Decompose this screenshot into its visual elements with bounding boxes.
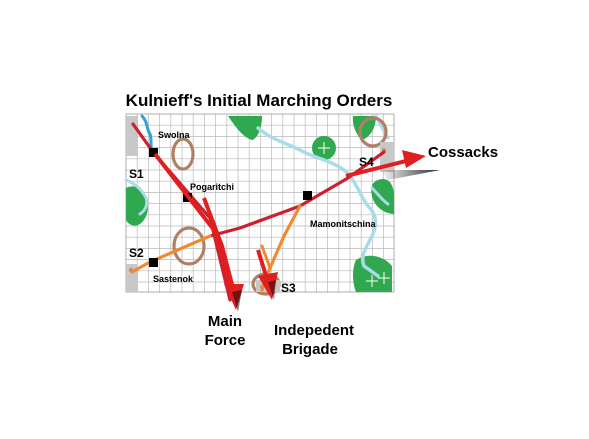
cossacks-arrow-shadow bbox=[380, 170, 440, 180]
cossacks-arrow-shaft bbox=[345, 158, 411, 178]
hill-north bbox=[171, 137, 195, 171]
town-marker-mamonitschina bbox=[303, 191, 312, 200]
town-marker-swolna bbox=[149, 148, 158, 157]
sector-label-s4: S4 bbox=[359, 155, 374, 169]
road-orange-link bbox=[260, 244, 272, 270]
force-label-independent-2: Brigade bbox=[282, 341, 338, 358]
sector-label-s2: S2 bbox=[129, 246, 144, 260]
river-right-branch bbox=[370, 186, 390, 206]
town-label-sastenok: Sastenok bbox=[153, 274, 194, 284]
force-label-main-1: Main bbox=[208, 313, 242, 330]
hill-south bbox=[172, 226, 206, 266]
force-label-independent-1: Indepedent bbox=[274, 322, 354, 339]
forest-crosses bbox=[318, 142, 390, 287]
sector-label-s1: S1 bbox=[129, 167, 144, 181]
town-label-swolna: Swolna bbox=[158, 130, 190, 140]
main-force-arrow-shaft-2 bbox=[202, 197, 236, 293]
map-title: Kulnieff's Initial Marching Orders bbox=[126, 91, 393, 110]
forest-top-center bbox=[228, 116, 262, 140]
cossacks-arrow-head bbox=[402, 150, 426, 168]
town-label-pogaritchi: Pogaritchi bbox=[190, 182, 234, 192]
independent-arrow-shadow bbox=[268, 280, 276, 300]
river-left bbox=[124, 178, 149, 216]
main-force-arrow-shadow bbox=[232, 290, 242, 312]
town-marker-sastenok bbox=[149, 258, 158, 267]
town-label-mamonitschina: Mamonitschina bbox=[310, 219, 377, 229]
force-label-main-2: Force bbox=[205, 332, 246, 349]
river-main bbox=[256, 126, 380, 278]
edge-marker-s1 bbox=[126, 116, 138, 156]
forest-left-mid bbox=[126, 186, 148, 226]
force-label-cossacks: Cossacks bbox=[428, 144, 498, 161]
sector-label-s3: S3 bbox=[281, 281, 296, 295]
map-board bbox=[126, 114, 394, 292]
independent-arrow-head bbox=[258, 272, 278, 300]
hill-northeast bbox=[358, 116, 388, 148]
movement-arrows bbox=[153, 150, 440, 312]
